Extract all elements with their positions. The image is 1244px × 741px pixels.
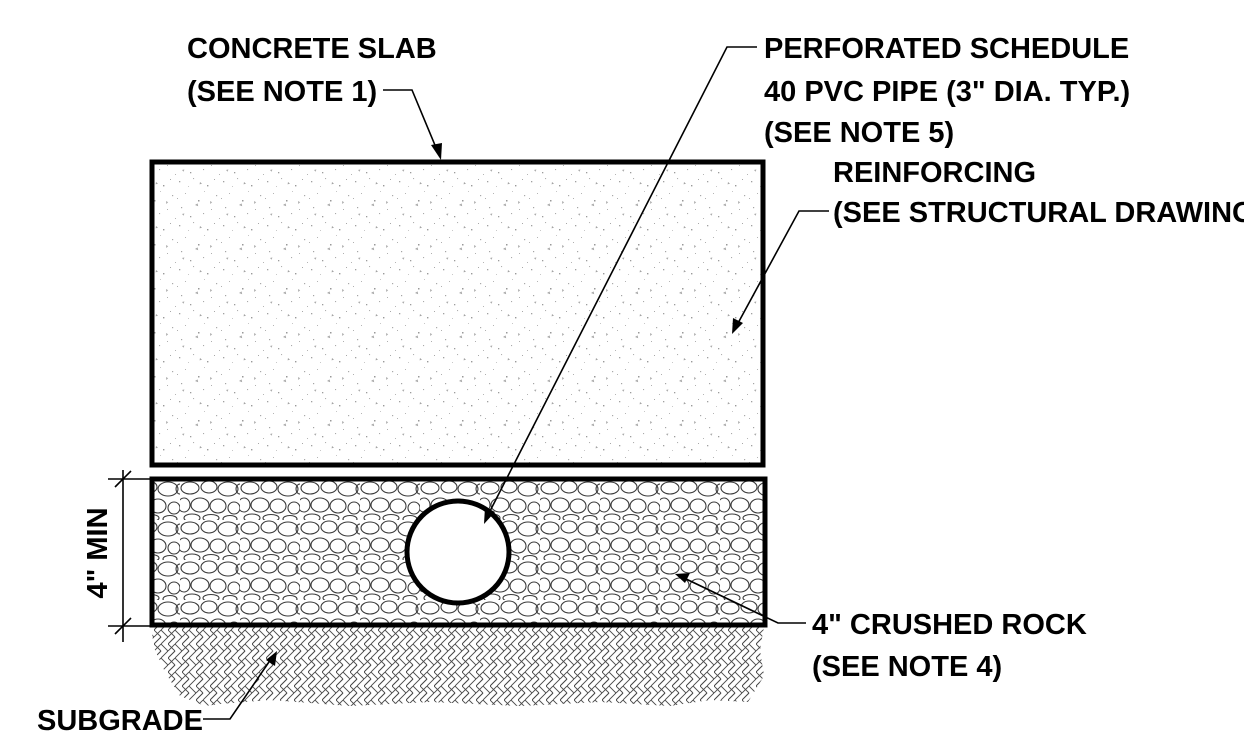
rock-label-line1: 4" CRUSHED ROCK [812, 609, 1087, 641]
pvc-pipe [404, 498, 512, 606]
pipe-label-line2: 40 PVC PIPE (3" DIA. TYP.) [764, 76, 1130, 108]
slab-leader [383, 89, 442, 160]
subgrade-leader [203, 651, 277, 720]
concrete-slab [149, 159, 766, 468]
pipe-label-line3: (SEE NOTE 5) [764, 117, 954, 149]
rock-label-line2: (SEE NOTE 4) [812, 651, 1002, 683]
subgrade-hatch [151, 626, 764, 706]
pipe-label-line1: PERFORATED SCHEDULE [764, 33, 1129, 65]
reinforcing-leader [732, 210, 829, 334]
rock-leader [675, 573, 806, 624]
dimension-line [108, 470, 150, 642]
reinforcing-label-line2: (SEE STRUCTURAL DRAWINGS) [833, 197, 1244, 229]
slab-label-line2: (SEE NOTE 1) [187, 76, 377, 108]
reinforcing-label-line1: REINFORCING [833, 157, 1036, 189]
subgrade-label: SUBGRADE [37, 705, 203, 737]
slab-label-line1: CONCRETE SLAB [187, 33, 437, 65]
dimension-label: 4" MIN [82, 507, 114, 598]
pipe-leader [484, 46, 757, 524]
